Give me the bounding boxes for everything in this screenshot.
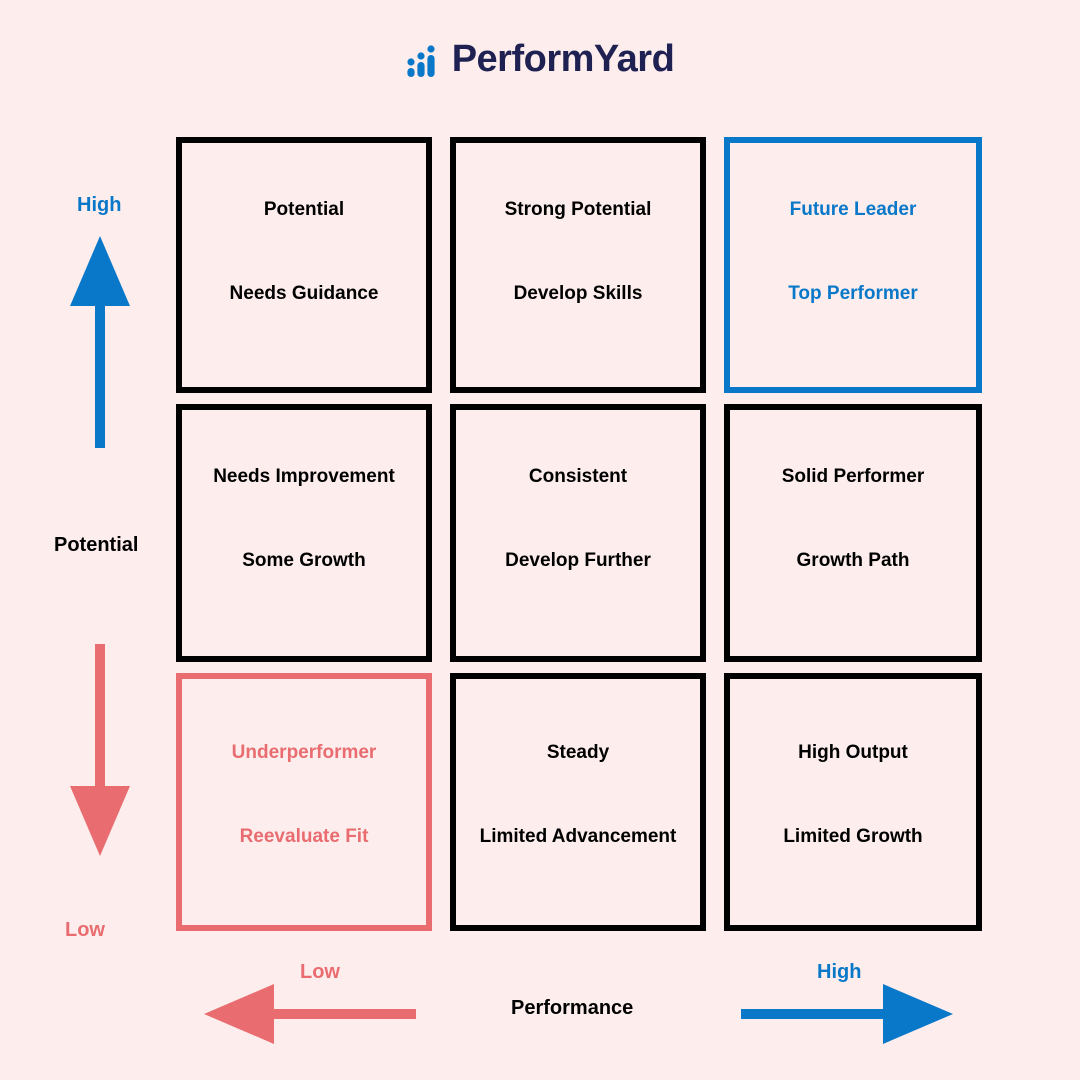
cell-title: Steady bbox=[546, 742, 610, 763]
bar-chart-logo-icon bbox=[407, 44, 435, 77]
brand-logo: PerformYard bbox=[0, 38, 1080, 81]
x-axis-label: Performance bbox=[511, 997, 634, 1019]
cell-title: Needs Improvement bbox=[213, 466, 395, 487]
cell-subtitle: Limited Growth bbox=[783, 826, 923, 847]
cell-subtitle: Develop Skills bbox=[513, 283, 643, 304]
x-axis-low-label: Low bbox=[300, 961, 340, 983]
y-axis-low-label: Low bbox=[65, 919, 105, 941]
cell-subtitle: Reevaluate Fit bbox=[239, 826, 369, 847]
grid-cell-consistent: Consistent Develop Further bbox=[450, 404, 706, 662]
y-axis-down-arrow-icon bbox=[70, 644, 130, 856]
cell-subtitle: Limited Advancement bbox=[479, 826, 677, 847]
cell-subtitle: Some Growth bbox=[242, 550, 366, 571]
cell-title: Consistent bbox=[528, 466, 628, 487]
cell-title: Underperformer bbox=[231, 742, 377, 763]
grid-cell-future-leader: Future Leader Top Performer bbox=[724, 137, 982, 393]
grid-cell-underperformer: Underperformer Reevaluate Fit bbox=[176, 673, 432, 931]
grid-cell-needs-improvement: Needs Improvement Some Growth bbox=[176, 404, 432, 662]
grid-cell-potential: Potential Needs Guidance bbox=[176, 137, 432, 393]
cell-title: Future Leader bbox=[789, 199, 917, 220]
y-axis-high-label: High bbox=[77, 194, 122, 216]
brand-name: PerformYard bbox=[451, 38, 675, 80]
x-axis-left-arrow-icon bbox=[204, 984, 416, 1044]
y-axis-label: Potential bbox=[54, 534, 139, 556]
x-axis-right-arrow-icon bbox=[741, 984, 953, 1044]
cell-subtitle: Needs Guidance bbox=[229, 283, 379, 304]
x-axis-high-label: High bbox=[817, 961, 862, 983]
grid-cell-steady: Steady Limited Advancement bbox=[450, 673, 706, 931]
cell-title: Strong Potential bbox=[504, 199, 652, 220]
grid-cell-solid-performer: Solid Performer Growth Path bbox=[724, 404, 982, 662]
grid-cell-strong-potential: Strong Potential Develop Skills bbox=[450, 137, 706, 393]
cell-subtitle: Top Performer bbox=[788, 283, 918, 304]
cell-title: Potential bbox=[263, 199, 345, 220]
y-axis-up-arrow-icon bbox=[70, 236, 130, 448]
cell-subtitle: Develop Further bbox=[505, 550, 651, 571]
grid-cell-high-output: High Output Limited Growth bbox=[724, 673, 982, 931]
cell-title: Solid Performer bbox=[781, 466, 925, 487]
cell-subtitle: Growth Path bbox=[796, 550, 910, 571]
cell-title: High Output bbox=[798, 742, 908, 763]
